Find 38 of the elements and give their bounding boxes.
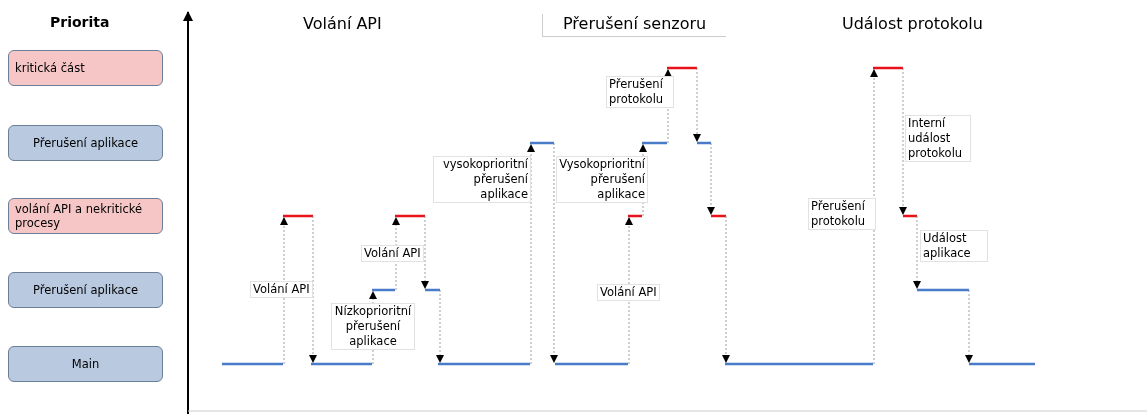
execution-segment <box>222 362 283 366</box>
execution-segment <box>438 362 530 366</box>
edge-label: Událost aplikace <box>920 230 988 262</box>
execution-segment <box>372 288 395 292</box>
execution-segment <box>628 214 642 218</box>
execution-segment <box>969 362 1035 366</box>
execution-segment <box>917 288 969 292</box>
edge-label: Přerušení protokolu <box>606 76 674 108</box>
execution-segment <box>555 362 628 366</box>
edge-label: Interní událost protokolu <box>905 115 971 162</box>
column-heading: Priorita <box>50 14 110 30</box>
section-heading: Přerušení senzoru <box>542 14 727 37</box>
priority-level-box: volání API a nekritické procesy <box>8 198 163 234</box>
execution-segment <box>642 141 667 145</box>
priority-level-box: kritická část <box>8 50 163 86</box>
execution-segment <box>725 362 873 366</box>
section-heading: Volání API <box>303 14 382 33</box>
priority-level-box: Main <box>8 346 163 382</box>
execution-segment <box>667 66 697 70</box>
edge-label: Nízkoprioritní přerušení aplikace <box>331 303 415 350</box>
section-heading: Událost protokolu <box>842 14 983 33</box>
execution-segment <box>697 141 711 145</box>
execution-segment <box>283 214 313 218</box>
execution-segment <box>311 362 372 366</box>
execution-segment <box>903 214 917 218</box>
priority-level-box: Přerušení aplikace <box>8 125 163 161</box>
edge-label: Přerušení protokolu <box>808 198 876 230</box>
priority-level-box: Přerušení aplikace <box>8 272 163 308</box>
edge-label: Volání API <box>361 245 424 262</box>
execution-segment <box>530 141 554 145</box>
edge-label: Volání API <box>250 281 313 298</box>
edge-label: vysokoprioritní přerušení aplikace <box>433 156 531 203</box>
edge-label: Volání API <box>597 284 660 301</box>
execution-segment <box>395 214 425 218</box>
edge-label: Vysokoprioritní přerušení aplikace <box>556 156 648 203</box>
execution-segment <box>711 214 726 218</box>
execution-segment <box>425 288 440 292</box>
execution-segment <box>873 66 903 70</box>
